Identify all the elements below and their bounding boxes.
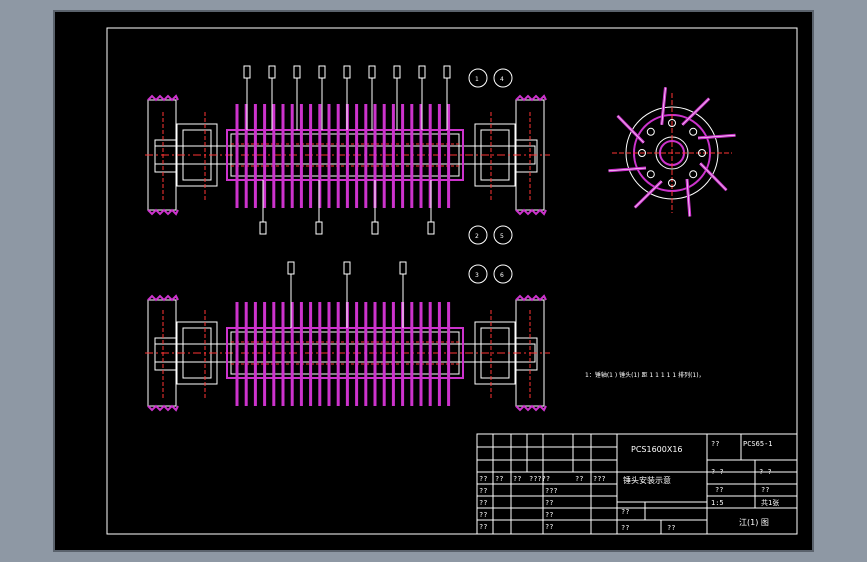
rotor-body <box>226 327 464 379</box>
label-cell: ?? <box>495 475 503 483</box>
pin-hole <box>689 127 698 136</box>
label-cell: ?? <box>545 523 553 531</box>
label-cell: ?? <box>545 499 553 507</box>
label-cell: ?? <box>479 523 487 531</box>
drawing-number: PCS65-1 <box>743 440 773 448</box>
hammer-head <box>287 261 295 275</box>
label-cell: ?? <box>545 511 553 519</box>
label-cell: ?? <box>479 475 487 483</box>
balloon-group-mid: 2 5 <box>468 225 513 245</box>
cad-drawing: 1 4 2 5 3 6 <box>106 27 798 535</box>
label-cell: ?? <box>479 487 487 495</box>
rotor-assembly-top <box>145 65 550 235</box>
drawing-border <box>106 27 798 535</box>
hammer-arm-outline <box>686 178 691 217</box>
hammer-arm-outline <box>697 134 736 139</box>
hammer-head <box>393 65 401 79</box>
technical-note: 1：锤轴(1 ) 锤头(1) 距 1 1 1 1 1 排列(1)， <box>585 371 705 379</box>
label-cell: ?? <box>711 440 719 448</box>
hammer-head <box>343 261 351 275</box>
label-cell: ????? <box>529 475 550 483</box>
balloon-label: 1 <box>475 76 479 83</box>
drawing-name: 锤头安装示意 <box>623 475 671 485</box>
pin-hole <box>668 179 676 187</box>
label-cell: ?? <box>667 524 675 532</box>
balloon-group-bottom: 3 6 <box>468 264 513 284</box>
hammer-arm-outline <box>634 180 662 208</box>
label-cell: ?? <box>621 508 629 516</box>
balloon-label: 2 <box>475 233 479 240</box>
company-name: 江(1) 图 <box>739 518 769 527</box>
hammer-head <box>243 65 251 79</box>
balloon-label: 4 <box>500 76 504 83</box>
pin-hole <box>689 170 698 179</box>
hammer-arm-outline <box>608 167 647 172</box>
drawing-sheet: 1 4 2 5 3 6 <box>55 12 812 550</box>
rotor-body <box>226 129 464 181</box>
hammer-head <box>343 65 351 79</box>
hammer-head <box>318 65 326 79</box>
label-cell: ??? <box>593 475 606 483</box>
label-cell: ? ? <box>711 468 724 476</box>
hammer-head <box>268 65 276 79</box>
balloon-label: 5 <box>500 233 504 240</box>
hammer-head <box>371 221 379 235</box>
hammer-head <box>418 65 426 79</box>
model-number: PCS1600X16 <box>631 445 683 454</box>
rotor-assembly-bottom <box>145 261 550 412</box>
hammer-arm-outline <box>699 163 727 191</box>
label-cell: ?? <box>761 486 769 494</box>
label-cell: ? ? <box>759 468 772 476</box>
pin-hole <box>668 119 676 127</box>
sheet-count: 共1张 <box>761 498 779 507</box>
label-cell: ?? <box>479 499 487 507</box>
hammer-arm-outline <box>661 87 666 125</box>
hammer-arm-outline <box>617 115 645 143</box>
hammer-arm-outline <box>682 98 710 126</box>
label-cell: ?? <box>513 475 521 483</box>
hammer-head <box>443 65 451 79</box>
label-cell: ??? <box>545 487 558 495</box>
hammer-head <box>399 261 407 275</box>
label-cell: ?? <box>715 486 723 494</box>
balloon-label: 6 <box>500 272 504 279</box>
pin-hole <box>646 127 655 136</box>
hammer-head <box>427 221 435 235</box>
balloon-group-top: 1 4 <box>468 68 513 88</box>
label-cell: ?? <box>575 475 583 483</box>
hammer-head <box>368 65 376 79</box>
hammer-head <box>293 65 301 79</box>
pin-hole <box>698 149 706 157</box>
hammer-head <box>259 221 267 235</box>
pin-hole <box>646 170 655 179</box>
label-cell: ?? <box>621 524 629 532</box>
side-view <box>608 87 736 217</box>
hammer-head <box>315 221 323 235</box>
pin-hole <box>638 149 646 157</box>
label-cell: ?? <box>479 511 487 519</box>
scale-value: 1:5 <box>711 499 724 507</box>
balloon-label: 3 <box>475 272 479 279</box>
title-block <box>476 433 798 535</box>
